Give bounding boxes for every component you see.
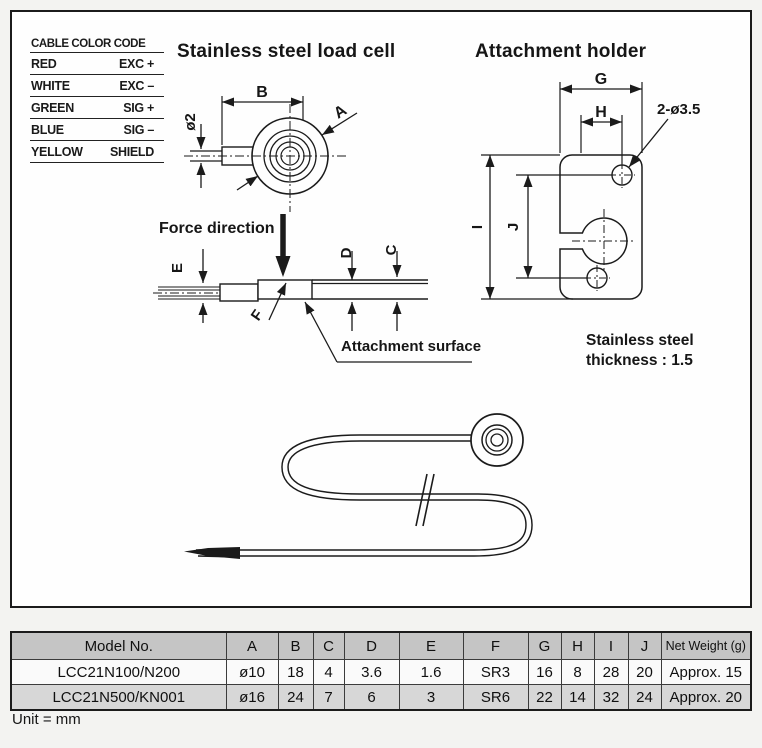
- spec-cell: 1.6: [398, 659, 464, 685]
- col-header-c: C: [312, 631, 345, 660]
- spec-cell: 4: [312, 659, 345, 685]
- spec-cell: SR3: [462, 659, 529, 685]
- thickness-note-line2: thickness : 1.5: [586, 352, 693, 369]
- load-cell-top-view-drawing: B ø2 A: [182, 84, 358, 212]
- spec-cell: 3: [398, 684, 464, 711]
- spec-cell: 20: [627, 659, 662, 685]
- col-header-h: H: [560, 631, 595, 660]
- col-header-b: B: [277, 631, 314, 660]
- col-header-e: E: [398, 631, 464, 660]
- dimension-label-e: E: [169, 263, 186, 273]
- spec-row: LCC21N100/N200 ø10 18 4 3.6 1.6 SR3 16 8…: [10, 659, 752, 685]
- attachment-holder-title: Attachment holder: [475, 41, 647, 62]
- holes-callout-label: 2-ø3.5: [657, 101, 700, 118]
- wire-color: YELLOW: [31, 145, 83, 159]
- wire-signal: SHIELD: [109, 145, 154, 159]
- wire-signal: SIG –: [123, 123, 155, 137]
- spec-cell: 28: [593, 659, 629, 685]
- dimension-a-leader: [321, 112, 358, 136]
- spec-cell: 18: [277, 659, 314, 685]
- sensor-circle: [470, 413, 524, 467]
- dimension-label-g: G: [595, 71, 607, 88]
- cable-color-row: BLUE SIG –: [30, 119, 164, 141]
- force-direction-label: Force direction: [159, 220, 275, 237]
- thickness-note-line1: Stainless steel: [586, 332, 694, 349]
- load-cell-side-view-drawing: E D C F: [153, 214, 472, 363]
- spec-cell: 8: [560, 659, 595, 685]
- cable-color-row: YELLOW SHIELD: [30, 141, 164, 163]
- spec-cell: 3.6: [343, 659, 400, 685]
- col-header-a: A: [225, 631, 279, 660]
- col-header-f: F: [462, 631, 529, 660]
- spec-cell: 24: [277, 684, 314, 711]
- dimension-f-leader: [268, 282, 287, 321]
- diagram-frame: [10, 10, 752, 608]
- dimension-label-dia2: ø2: [182, 113, 199, 131]
- attachment-plate: [559, 154, 643, 300]
- force-arrow-head: [275, 256, 291, 277]
- dimension-label-d: D: [338, 247, 355, 258]
- wire-color: WHITE: [31, 79, 70, 93]
- model-cell: LCC21N100/N200: [10, 659, 227, 685]
- unit-note: Unit = mm: [12, 711, 81, 728]
- spec-cell: 24: [627, 684, 662, 711]
- spec-cell: ø16: [225, 684, 279, 711]
- cable-break-mark: [422, 473, 435, 527]
- dimension-label-h: H: [595, 104, 607, 121]
- wire-color: RED: [31, 57, 57, 71]
- dimension-label-j: J: [505, 223, 522, 231]
- net-weight-cell: Approx. 20: [660, 684, 752, 711]
- col-header-net-weight: Net Weight (g): [660, 631, 752, 660]
- spec-cell: 16: [527, 659, 562, 685]
- col-header-model: Model No.: [10, 631, 227, 660]
- cable-color-row: GREEN SIG +: [30, 97, 164, 119]
- cable-connector-side: [219, 283, 259, 302]
- load-cell-body-side: [257, 279, 313, 300]
- wire-color: BLUE: [31, 123, 64, 137]
- wire-signal: EXC –: [119, 79, 154, 93]
- wire-color: GREEN: [31, 101, 74, 115]
- cable-color-row: WHITE EXC –: [30, 75, 164, 97]
- spec-cell: 14: [560, 684, 595, 711]
- wire-signal: SIG +: [123, 101, 154, 115]
- wire-signal: EXC +: [119, 57, 154, 71]
- spec-cell: ø10: [225, 659, 279, 685]
- col-header-d: D: [343, 631, 400, 660]
- spec-table: Model No. A B C D E F G H I J Net Weight…: [10, 631, 752, 711]
- spec-row: LCC21N500/KN001 ø16 24 7 6 3 SR6 22 14 3…: [10, 684, 752, 711]
- attachment-surface-leader: [304, 301, 338, 363]
- cable-break-mark: [415, 473, 428, 527]
- spec-cell: 7: [312, 684, 345, 711]
- cable-color-code-table: CABLE COLOR CODE RED EXC + WHITE EXC – G…: [30, 36, 164, 163]
- net-weight-cell: Approx. 15: [660, 659, 752, 685]
- dimension-label-f: F: [248, 307, 267, 324]
- spec-cell: 32: [593, 684, 629, 711]
- cable-drawing: [184, 413, 533, 559]
- cable-color-row: RED EXC +: [30, 53, 164, 75]
- spec-cell: 6: [343, 684, 400, 711]
- col-header-j: J: [627, 631, 662, 660]
- spec-cell: 22: [527, 684, 562, 711]
- model-cell: LCC21N500/KN001: [10, 684, 227, 711]
- holes-callout-leader: [628, 118, 669, 168]
- spec-table-wrap: Model No. A B C D E F G H I J Net Weight…: [10, 631, 752, 711]
- spec-header-row: Model No. A B C D E F G H I J Net Weight…: [10, 631, 752, 660]
- dimension-label-i: I: [469, 225, 486, 229]
- load-cell-title: Stainless steel load cell: [177, 41, 396, 62]
- cable-path-core: [238, 435, 532, 556]
- col-header-g: G: [527, 631, 562, 660]
- col-header-i: I: [593, 631, 629, 660]
- spec-cell: SR6: [462, 684, 529, 711]
- thickness-note: Stainless steel thickness : 1.5: [586, 331, 694, 371]
- attachment-holder-drawing: G H 2-ø3.5 I J: [469, 71, 700, 300]
- dimension-label-c: C: [383, 244, 400, 255]
- cable-color-code-title: CABLE COLOR CODE: [30, 36, 164, 53]
- dimension-label-b: B: [256, 84, 268, 101]
- attachment-surface-label: Attachment surface: [341, 338, 482, 355]
